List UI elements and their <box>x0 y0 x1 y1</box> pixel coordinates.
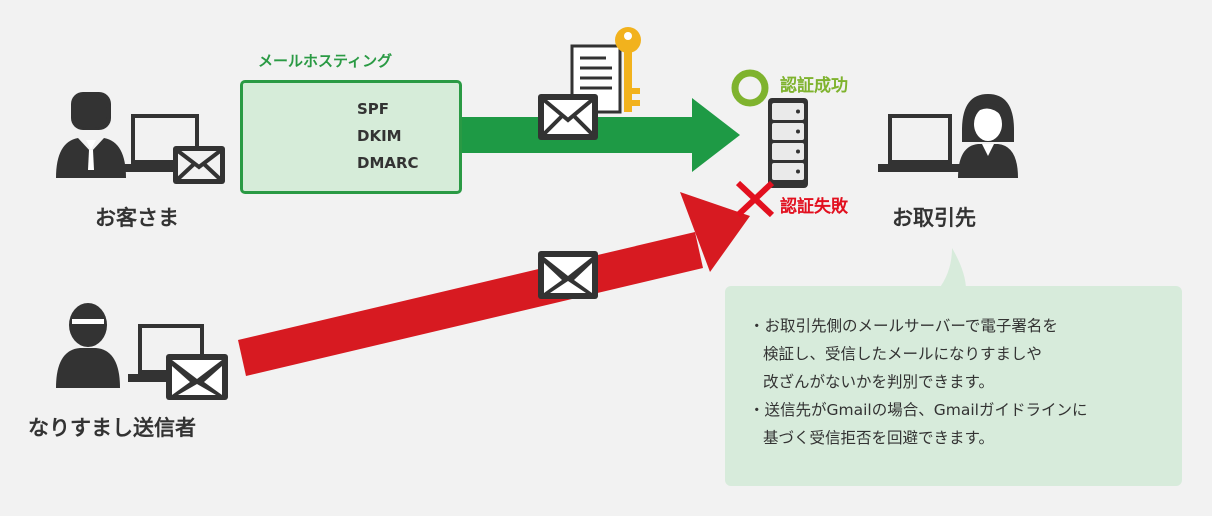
description-bubble: ・お取引先側のメールサーバーで電子署名を 検証し、受信したメールになりすましや … <box>725 286 1182 486</box>
auth-success-label: 認証成功 <box>780 76 848 96</box>
bubble-tail <box>938 248 966 290</box>
description-line: 基づく受信拒否を回避できます。 <box>763 429 994 447</box>
spoofer-envelope-icon <box>166 354 228 400</box>
partner-label: お取引先 <box>892 206 976 230</box>
description-line: ・送信先がGmailの場合、Gmailガイドラインに <box>749 401 1088 419</box>
description-line: 検証し、受信したメールになりすましや <box>763 345 1042 363</box>
spoofer-icon <box>56 303 120 388</box>
cross-icon <box>735 180 775 218</box>
partner-server-icon <box>768 98 808 188</box>
signed-envelope-icon <box>538 94 598 140</box>
description-line: 改ざんがないかを判別できます。 <box>763 373 994 391</box>
circle-check-icon <box>731 69 769 107</box>
protocol-dkim: DKIM <box>357 127 402 145</box>
spoof-envelope-icon <box>538 251 598 299</box>
partner-laptop-icon <box>878 114 960 172</box>
auth-fail-label: 認証失敗 <box>780 197 848 217</box>
key-icon <box>615 27 641 112</box>
description-line: ・お取引先側のメールサーバーで電子署名を <box>749 317 1058 335</box>
red-arrow <box>238 192 750 376</box>
protocol-dmarc: DMARC <box>357 154 419 172</box>
customer-label: お客さま <box>95 206 179 230</box>
hosting-box <box>240 80 462 194</box>
woman-icon <box>958 94 1018 178</box>
protocol-spf: SPF <box>357 100 390 118</box>
customer-person-icon <box>56 92 126 178</box>
envelope-icon <box>173 146 225 184</box>
spoofer-label: なりすまし送信者 <box>28 416 196 440</box>
hosting-title: メールホスティング <box>258 52 393 70</box>
customer-laptop-icon <box>124 114 208 172</box>
